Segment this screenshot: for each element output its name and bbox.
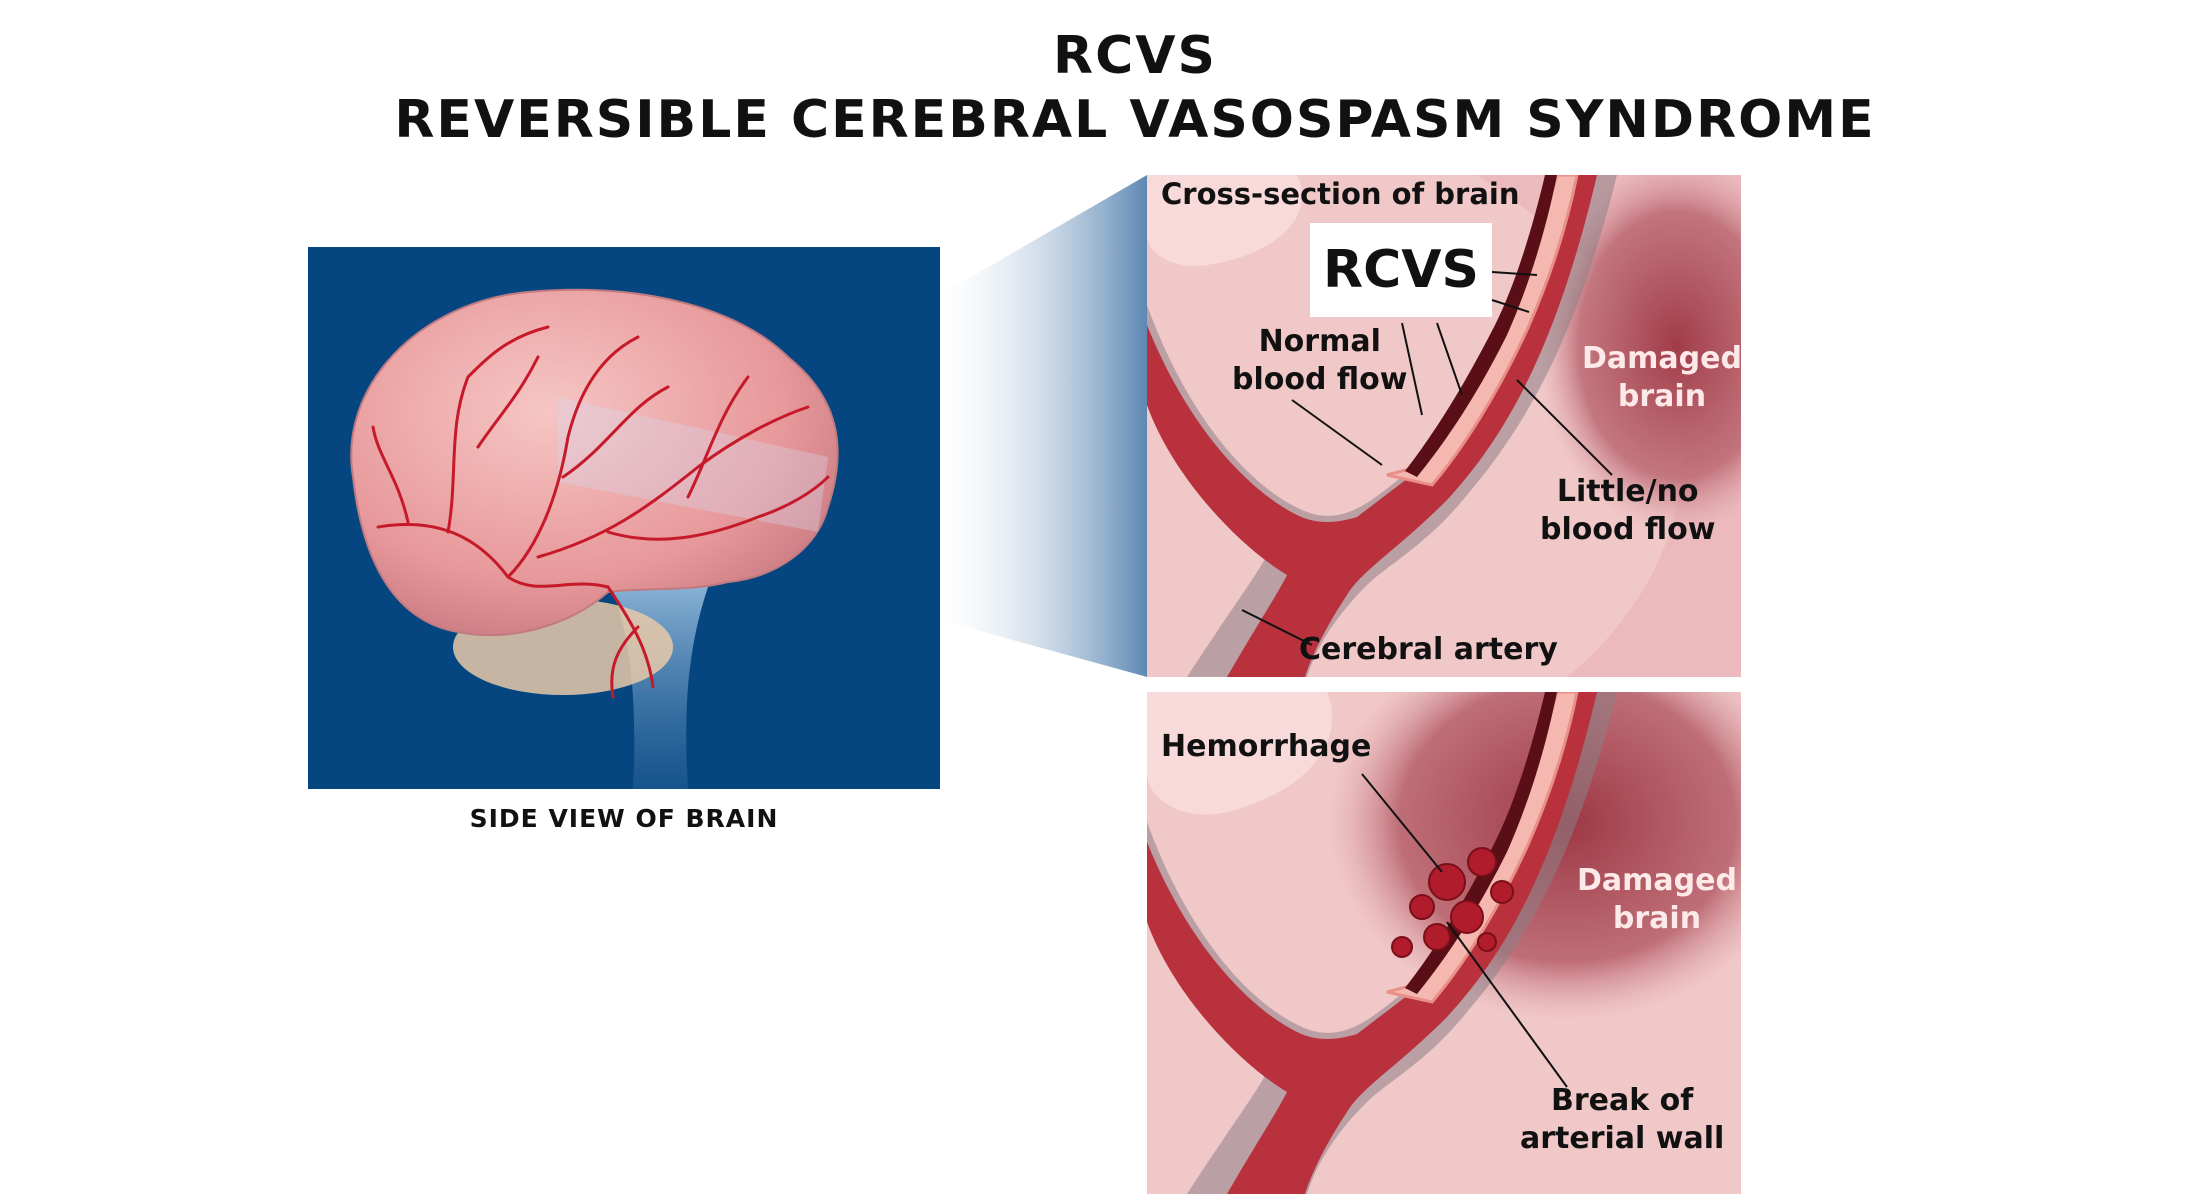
leader-lines-top [1241,271,1613,646]
normal-flow-line-2: blood flow [1232,362,1408,397]
leader-lines-bottom [1361,773,1568,1088]
cerebral-artery-2 [1147,692,1597,1194]
panel-heading: Cross-section of brain [1161,177,1520,211]
damaged-brain-label: Damaged brain [1582,340,1741,416]
little-flow-line-1: Little/no [1556,474,1699,509]
brain-vessels [371,325,830,699]
cerebrum [350,288,839,636]
little-flow-line-2: blood flow [1540,512,1716,547]
hemorrhage-label: Hemorrhage [1161,729,1372,764]
damaged2-line-1: Damaged [1577,863,1737,898]
break-line-2: arterial wall [1520,1121,1725,1156]
hemorrhage-blobs [1391,847,1514,958]
cross-section-panel-rcvs: Cross-section of brain RCVS Normal blood… [1147,175,1741,677]
side-view-illustration [308,247,940,789]
break-label: Break of arterial wall [1520,1082,1724,1158]
title-line-2: REVERSIBLE CEREBRAL VASOSPASM SYNDROME [394,90,1876,150]
cross-section-panel-hemorrhage: Hemorrhage Damaged brain Break of arteri… [1147,692,1741,1194]
normal-flow-label: Normal blood flow [1232,323,1407,399]
normal-flow-line-1: Normal [1258,324,1381,359]
title-line-1: RCVS [1053,26,1217,86]
cerebral-artery [1147,175,1597,677]
break-line-1: Break of [1551,1083,1694,1118]
damaged-brain-label-2: Damaged brain [1577,862,1737,938]
damaged-line-1: Damaged [1582,341,1741,376]
damaged2-line-2: brain [1612,901,1702,936]
little-flow-label: Little/no blood flow [1540,473,1715,549]
rcvs-label-box: RCVS [1310,223,1492,317]
side-view-caption: SIDE VIEW OF BRAIN [469,804,779,833]
artery-label: Cerebral artery [1299,632,1558,667]
damaged-line-2: brain [1617,379,1707,414]
